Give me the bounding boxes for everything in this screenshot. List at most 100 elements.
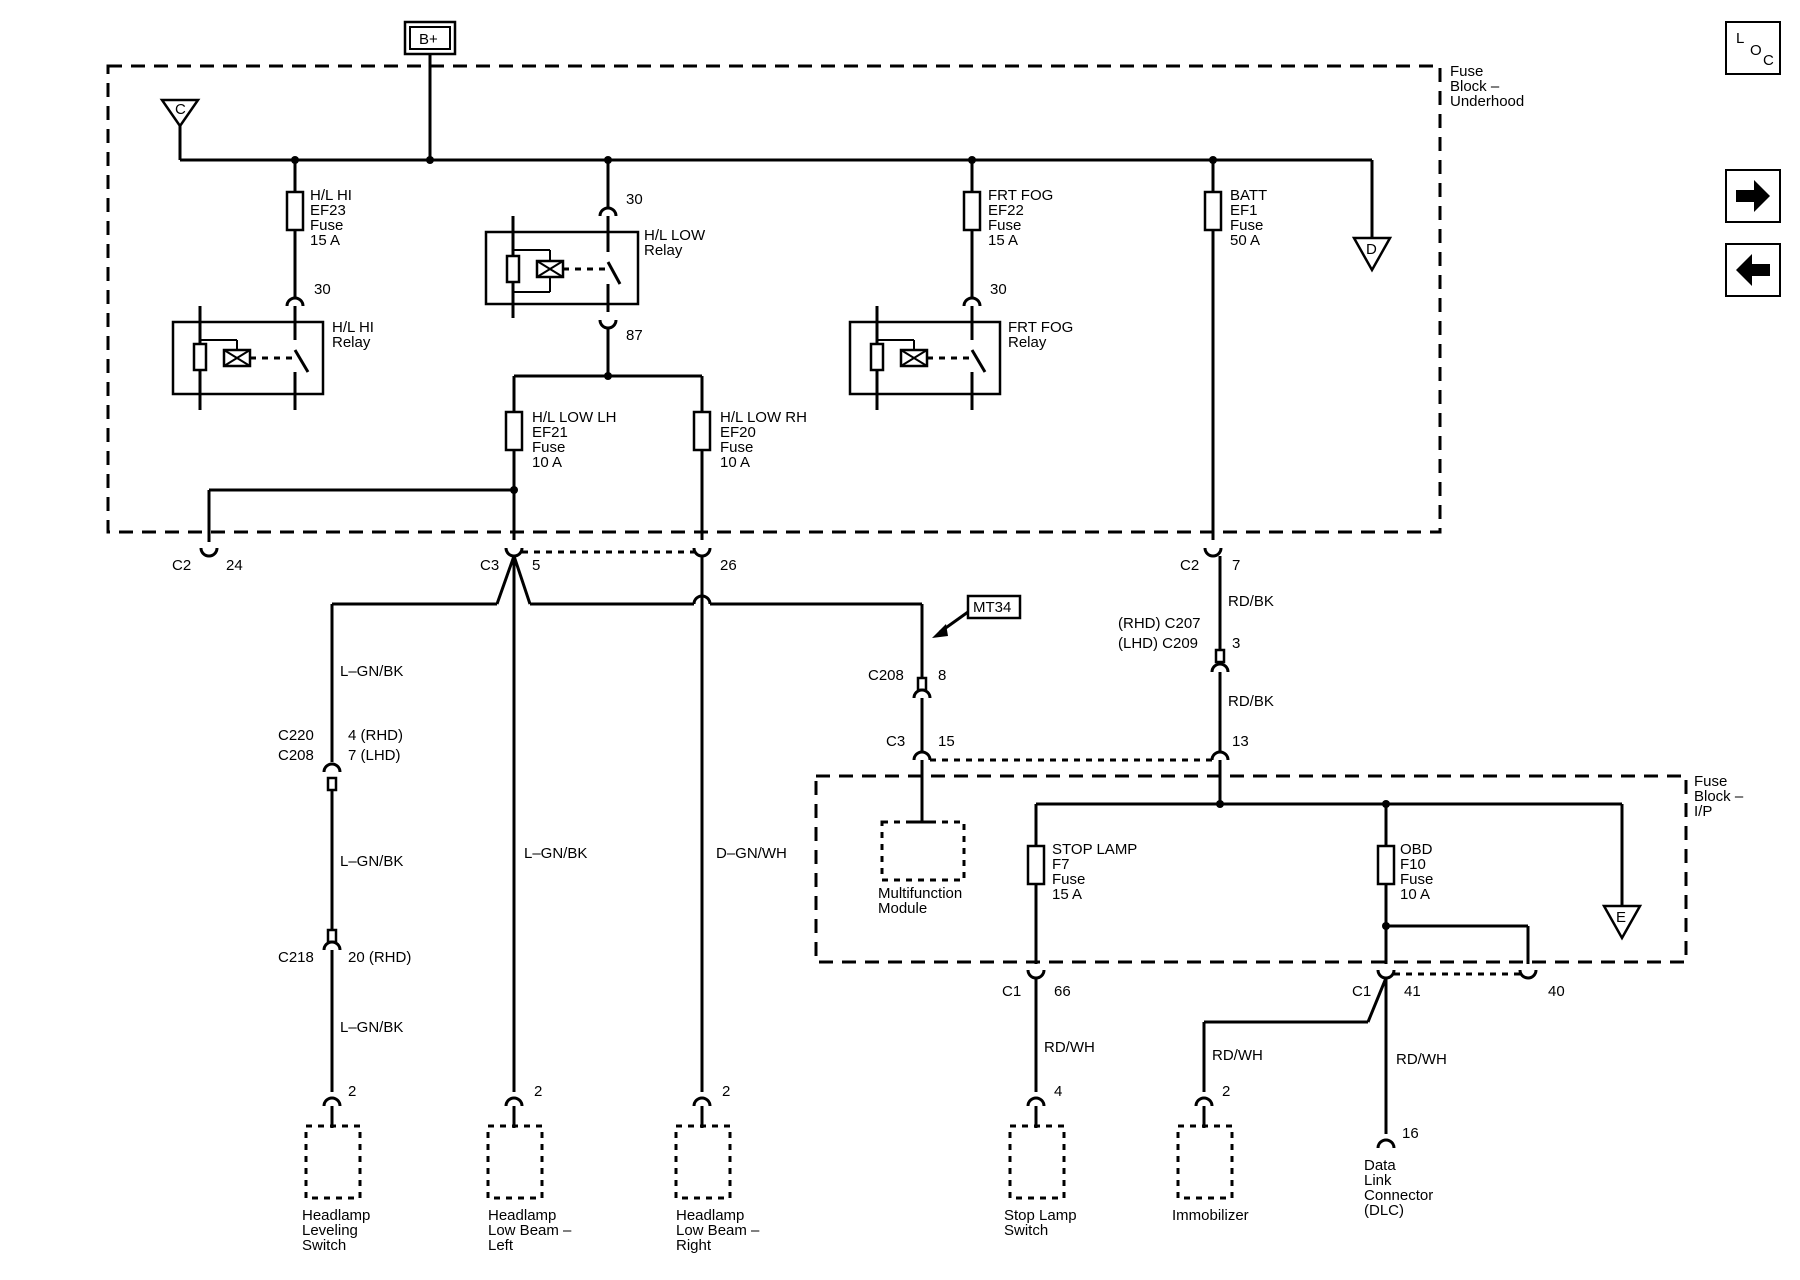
pin-20-rhd-label: 20 (RHD) <box>348 949 411 966</box>
svg-text:Headlamp: Headlamp <box>676 1207 744 1224</box>
connector-c3-mfm-label: C3 <box>886 733 905 750</box>
svg-text:Fuse: Fuse <box>532 439 565 456</box>
connector-c2-batt-label: C2 <box>1180 557 1199 574</box>
svg-text:50 A: 50 A <box>1230 232 1260 249</box>
pin-66-label: 66 <box>1054 983 1071 1000</box>
svg-text:15 A: 15 A <box>310 232 340 249</box>
connector-c218-label: C218 <box>278 949 314 966</box>
svg-text:10 A: 10 A <box>1400 886 1430 903</box>
svg-text:H/L LOW: H/L LOW <box>644 227 706 244</box>
svg-text:Multifunction: Multifunction <box>878 885 962 902</box>
pin-5-label: 5 <box>532 557 540 574</box>
wire-color-w6: RD/BK <box>1228 593 1274 610</box>
svg-text:2: 2 <box>722 1083 730 1100</box>
svg-text:16: 16 <box>1402 1125 1419 1142</box>
svg-text:Stop Lamp: Stop Lamp <box>1004 1207 1077 1224</box>
stop-lamp-switch-label: Stop Lamp Switch <box>1004 1207 1077 1239</box>
stop-lamp-fuse <box>1026 844 1046 886</box>
svg-text:Fuse: Fuse <box>1694 773 1727 790</box>
svg-text:FRT FOG: FRT FOG <box>988 187 1053 204</box>
svg-text:Headlamp: Headlamp <box>302 1207 370 1224</box>
hl-hi-relay-label: H/L HI Relay <box>332 319 374 351</box>
headlamp-low-beam-right-label: Headlamp Low Beam – Right <box>676 1207 760 1254</box>
terminal-c: C <box>159 98 201 129</box>
stop-lamp-switch: 4 <box>1008 1083 1066 1200</box>
pin-41-label: 41 <box>1404 983 1421 1000</box>
svg-text:Right: Right <box>676 1237 712 1254</box>
frt-fog-fuse-label: FRT FOG EF22 Fuse 15 A <box>988 187 1053 249</box>
svg-text:Low Beam –: Low Beam – <box>488 1222 572 1239</box>
connector-c1-stop-label: C1 <box>1002 983 1021 1000</box>
svg-text:D: D <box>1366 241 1377 258</box>
headlamp-low-beam-left-label: Headlamp Low Beam – Left <box>488 1207 572 1254</box>
svg-text:Data: Data <box>1364 1157 1396 1174</box>
location-view-button[interactable]: L O C <box>1725 21 1781 75</box>
svg-text:Link: Link <box>1364 1172 1392 1189</box>
batt-fuse <box>1203 190 1223 232</box>
hl-low-lh-fuse <box>504 410 524 452</box>
headlamp-low-beam-left: 2 <box>486 1083 544 1200</box>
pin-8-label: 8 <box>938 667 946 684</box>
hl-low-relay <box>484 216 640 318</box>
pin-87-hl-low: 87 <box>626 327 643 344</box>
pin-30-hl-hi: 30 <box>314 281 331 298</box>
stop-lamp-fuse-label: STOP LAMP F7 Fuse 15 A <box>1052 841 1137 903</box>
pin-24-label: 24 <box>226 557 243 574</box>
hl-low-relay-label: H/L LOW Relay <box>644 227 706 259</box>
data-link-connector: 16 <box>1376 1125 1419 1149</box>
svg-text:Block –: Block – <box>1694 788 1744 805</box>
svg-text:EF21: EF21 <box>532 424 568 441</box>
hl-low-rh-fuse <box>692 410 712 452</box>
svg-text:10 A: 10 A <box>720 454 750 471</box>
svg-text:EF20: EF20 <box>720 424 756 441</box>
pin-26-label: 26 <box>720 557 737 574</box>
pin-30-hl-low: 30 <box>626 191 643 208</box>
data-link-connector-label: Data Link Connector (DLC) <box>1364 1157 1433 1219</box>
svg-text:Fuse: Fuse <box>1052 871 1085 888</box>
connector-c3-label: C3 <box>480 557 499 574</box>
svg-text:EF22: EF22 <box>988 202 1024 219</box>
hl-low-lh-fuse-label: H/L LOW LH EF21 Fuse 10 A <box>532 409 616 471</box>
svg-text:2: 2 <box>534 1083 542 1100</box>
immobilizer: 2 <box>1176 1083 1234 1200</box>
svg-text:Fuse: Fuse <box>310 217 343 234</box>
pin-3-label: 3 <box>1232 635 1240 652</box>
svg-text:2: 2 <box>1222 1083 1230 1100</box>
svg-text:Fuse: Fuse <box>1230 217 1263 234</box>
terminal-d: D <box>1351 236 1393 273</box>
next-page-button[interactable] <box>1725 169 1781 223</box>
batt-fuse-label: BATT EF1 Fuse 50 A <box>1230 187 1267 249</box>
previous-page-button[interactable] <box>1725 243 1781 297</box>
svg-text:STOP LAMP: STOP LAMP <box>1052 841 1137 858</box>
ip-fuse-block-label: Fuse Block – I/P <box>1694 773 1744 820</box>
svg-text:4: 4 <box>1054 1083 1062 1100</box>
svg-text:Headlamp: Headlamp <box>488 1207 556 1224</box>
svg-text:Relay: Relay <box>1008 334 1047 351</box>
wire-color-w9: RD/WH <box>1212 1047 1263 1064</box>
svg-text:Low Beam –: Low Beam – <box>676 1222 760 1239</box>
pin-15-label: 15 <box>938 733 955 750</box>
svg-text:Left: Left <box>488 1237 514 1254</box>
connector-c220-label: C220 <box>278 727 314 744</box>
pin-7-lhd-label: 7 (LHD) <box>348 747 401 764</box>
svg-text:Switch: Switch <box>1004 1222 1048 1239</box>
loc-letter-l: L <box>1736 30 1744 47</box>
svg-text:I/P: I/P <box>1694 803 1712 820</box>
headlamp-leveling-switch: 2 <box>304 1083 362 1200</box>
svg-text:C: C <box>175 101 186 118</box>
svg-text:(DLC): (DLC) <box>1364 1202 1404 1219</box>
svg-text:Fuse: Fuse <box>720 439 753 456</box>
svg-text:H/L HI: H/L HI <box>310 187 352 204</box>
connector-c207-rhd-label: (RHD) C207 <box>1118 615 1201 632</box>
svg-text:BATT: BATT <box>1230 187 1267 204</box>
multifunction-module-label: Multifunction Module <box>878 885 962 917</box>
underhood-fuse-block-boundary <box>106 64 1442 534</box>
wire-color-w8: RD/WH <box>1044 1039 1095 1056</box>
arrow-left-icon <box>1736 254 1770 286</box>
svg-text:15 A: 15 A <box>988 232 1018 249</box>
svg-text:2: 2 <box>348 1083 356 1100</box>
svg-text:Relay: Relay <box>332 334 371 351</box>
svg-text:15 A: 15 A <box>1052 886 1082 903</box>
wire-color-w7: RD/BK <box>1228 693 1274 710</box>
